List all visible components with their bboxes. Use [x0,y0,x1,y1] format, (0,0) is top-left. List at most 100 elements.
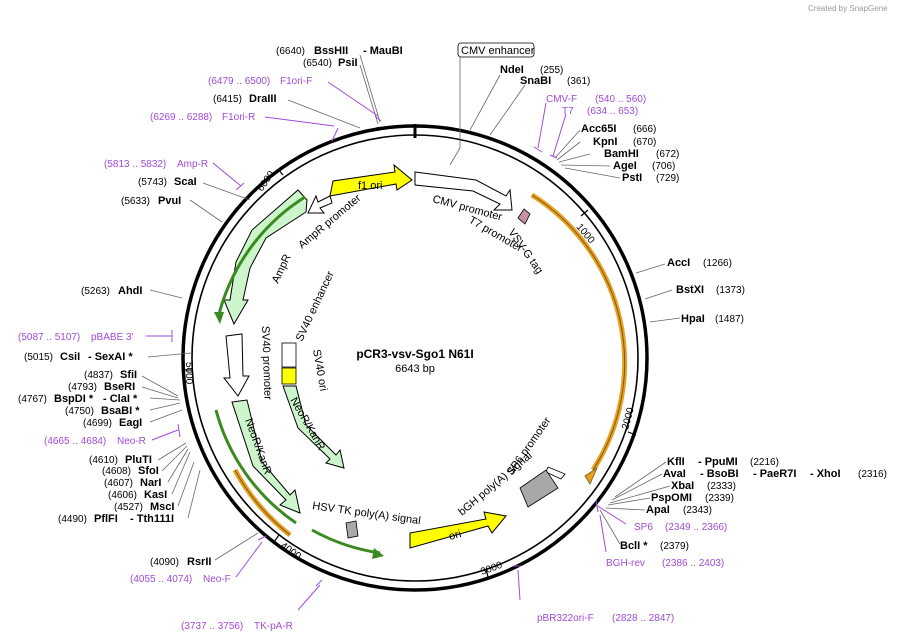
site-ppumi-pos: (2216) [750,457,779,468]
primer-sp6-pos: (2349 .. 2366) [665,522,727,533]
site-bstxi-pos: (1373) [716,285,745,296]
green-arc-left [214,409,297,525]
site-rsrii-pos: (4090) [150,557,179,568]
site-paer7i: - PaeR7I [753,468,796,480]
neor-inner-arrow [282,385,345,469]
primer-pbr322ori-f-pos: (2828 .. 2847) [612,613,674,624]
sites-left: (6640) BssHII - MauBI (6540) PsiI (6415)… [18,45,403,568]
tick-label-2000: 2000 [620,406,636,431]
site-avai: AvaI [663,468,686,480]
site-draiii-pos: (6415) [213,94,242,105]
primer-tk-pa-r: TK-pA-R [254,621,293,632]
primer-t7: T7 [562,106,574,117]
ori-label: ori [448,528,463,543]
site-rsrii: RsrII [187,556,211,568]
site-kpni: KpnI [593,136,617,148]
sv40-promoter-arrow [222,333,250,397]
site-apai: ApaI [646,504,670,516]
site-snabi: SnaBI [520,75,551,87]
f1-ori-arrow [329,163,413,197]
site-sfii: SfiI [120,369,137,381]
primer-sp6: SP6 [634,522,653,533]
cmv-enhancer-box [457,42,535,58]
plasmid-size: 6643 bp [395,363,435,375]
site-beri: BseRI [104,381,135,393]
site-nari-pos: (4607) [104,478,133,489]
site-beri-pos: (4793) [68,382,97,393]
ampr-label: AmpR [270,252,294,285]
plasmid-name: pCR3-vsv-Sgo1 N61I [356,347,473,361]
site-msci: MscI [150,501,174,513]
sv40-promoter-label: SV40 promoter [259,326,274,401]
primer-neo-r-pos: (4665 .. 4684) [44,436,106,447]
site-scai: ScaI [174,176,197,188]
site-bsabi: BsaBI * [101,405,140,417]
site-acc65i-pos: (666) [633,124,656,135]
primer-tk-pa-r-pos: (3737 .. 3756) [181,621,243,632]
primer-pbabe3-pos: (5087 .. 5107) [18,332,80,343]
vsvg-tag-box [517,208,531,225]
site-pflfi-pos: (4490) [58,514,87,525]
f1-ori-label: f1 ori [358,180,382,192]
site-kasi: KasI [144,489,167,501]
primer-amp-r: Amp-R [177,159,208,170]
site-ahdi: AhdI [118,285,142,297]
site-bamhi: BamHI [604,148,639,160]
site-sfoi: SfoI [138,465,159,477]
site-bamhi-pos: (672) [656,149,679,160]
site-pvui: PvuI [158,195,181,207]
site-pluti: PluTI [125,454,152,466]
site-apai-pos: (2343) [683,505,712,516]
vsvg-tag-label: VSV-G tag [506,227,546,276]
sv40-ori-box [281,367,297,385]
site-xhoi-pos: (2316) [858,469,887,480]
primer-f1ori-r: F1ori-R [222,112,255,123]
site-pspomi: PspOMI [651,492,692,504]
site-ndei: NdeI [500,64,524,76]
site-bstxi: BstXI [676,284,704,296]
sv40-enhancer-box [281,342,297,368]
site-bsshii: BssHII [314,45,348,57]
site-xbai: XbaI [671,480,694,492]
primer-pbabe3: pBABE 3' [91,332,134,343]
site-msci-pos: (4527) [114,502,143,513]
ampr-arrow [223,189,308,326]
site-bsobi: - BsoBI [700,468,739,480]
site-bspdi: BspDI * [54,393,94,405]
orange-arc-bottom-left [232,468,292,537]
hsv-polya-box [345,520,359,539]
primer-f1ori-f: F1ori-F [280,76,312,87]
site-draiii: DraIII [249,93,277,105]
primer-leaders [146,81,627,611]
site-hpai-pos: (1487) [715,314,744,325]
primer-neo-f-pos: (4055 .. 4074) [130,574,192,585]
neor-inner-label: NeoR/KanR [287,396,327,453]
site-bspdi-pos: (4767) [18,394,47,405]
site-sfii-pos: (4837) [84,370,113,381]
site-bcli-pos: (2379) [660,541,689,552]
site-pspomi-pos: (2339) [705,493,734,504]
site-pluti-pos: (4610) [89,455,118,466]
site-ndei-pos: (255) [540,65,563,76]
site-psti: PstI [622,172,642,184]
watermark: Created by SnapGene [808,4,888,13]
primers: (6479 .. 6500) F1ori-F (6269 .. 6288) F1… [18,76,727,632]
site-pvui-pos: (5633) [121,196,150,207]
neor-outer-arrow [231,399,301,514]
site-kasi-pos: (4606) [108,490,137,501]
green-arc-ampr [216,195,306,319]
site-kfli: KflI [667,456,685,468]
primer-pbr322ori-f: pBR322ori-F [537,613,594,624]
site-eagi: EagI [119,417,142,429]
site-maubi: - MauBI [363,45,403,57]
site-ppumi: - PpuMI [698,456,738,468]
cmv-enhancer-label: CMV enhancer [461,45,535,57]
site-acci: AccI [667,257,690,269]
site-snabi-pos: (361) [567,76,590,87]
site-bcli: BclI * [620,540,648,552]
site-psti-pos: (729) [656,173,679,184]
bgh-polya-box [519,469,559,508]
site-bsabi-pos: (4750) [65,406,94,417]
site-psii: PsiI [338,57,358,69]
